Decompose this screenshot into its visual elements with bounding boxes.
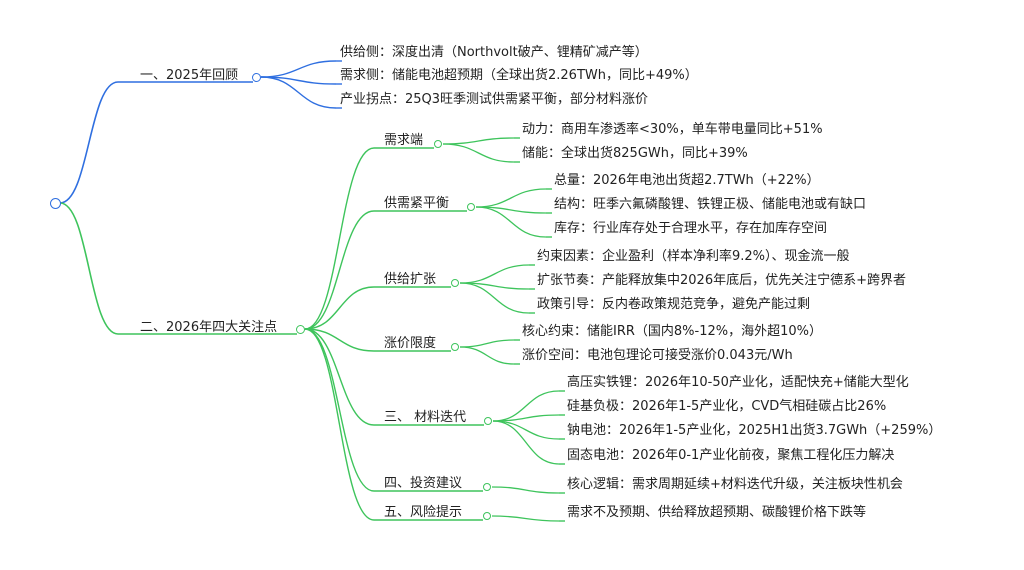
node-item: 储能：全球出货825GWh，同比+39% xyxy=(522,146,748,161)
edge-group-to-item xyxy=(459,264,530,284)
node-review-child: 供给侧：深度出清（Northvolt破产、锂精矿减产等） xyxy=(340,45,648,60)
group-collapse-toggle[interactable] xyxy=(483,483,491,491)
group-collapse-toggle[interactable] xyxy=(483,512,491,520)
node-item: 钠电池：2026年1-5产业化，2025H1出货3.7GWh（+259%） xyxy=(567,423,942,438)
node-item: 库存：行业库存处于合理水平，存在加库存空间 xyxy=(554,221,828,236)
node-item: 硅基负极：2026年1-5产业化，CVD气相硅碳占比26% xyxy=(567,399,887,414)
edge-focus-to-group xyxy=(304,328,375,492)
node-item: 核心逻辑：需求周期延续+材料迭代升级，关注板块性机会 xyxy=(567,477,903,492)
edge-group-to-item xyxy=(442,143,515,163)
edge-group-to-item xyxy=(459,282,530,314)
group-collapse-toggle[interactable] xyxy=(484,417,492,425)
edge-focus-to-group xyxy=(304,147,375,330)
edge-group-to-item xyxy=(442,137,515,145)
node-item: 政策引导：反内卷政策规范竞争，避免产能过剩 xyxy=(537,297,811,312)
node-review-child: 产业拐点：25Q3旺季测试供需紧平衡，部分材料涨价 xyxy=(340,92,649,107)
node-item: 约束因素：企业盈利（样本净利率9.2%）、现金流一般 xyxy=(537,249,850,264)
node-group: 需求端 xyxy=(384,133,424,148)
edge-group-to-item xyxy=(459,339,515,348)
edge-group-to-item xyxy=(492,420,560,440)
group-collapse-toggle[interactable] xyxy=(451,279,459,287)
node-group: 四、投资建议 xyxy=(384,476,463,491)
group-collapse-toggle[interactable] xyxy=(467,203,475,211)
node-item: 结构：旺季六氟磷酸锂、铁锂正极、储能电池或有缺口 xyxy=(554,197,867,212)
edge-group-to-item xyxy=(475,188,547,208)
node-review-child: 需求侧：储能电池超预期（全球出货2.26TWh，同比+49%） xyxy=(340,68,698,83)
edge-focus-to-group xyxy=(304,328,375,426)
node-item: 动力：商用车渗透率<30%，单车带电量同比+51% xyxy=(522,122,823,137)
node-group: 三、 材料迭代 xyxy=(384,410,467,425)
edge-group-to-item xyxy=(475,206,547,238)
group-collapse-toggle[interactable] xyxy=(434,140,442,148)
node-group: 供给扩张 xyxy=(384,272,437,287)
edge-focus-to-group xyxy=(304,286,375,330)
node-2025-review: 一、2025年回顾 xyxy=(140,68,239,83)
edge-group-to-item xyxy=(491,515,560,522)
edge-focus-to-group xyxy=(304,210,375,330)
node-group: 供需紧平衡 xyxy=(384,196,450,211)
node-item: 扩张节奏：产能释放集中2026年底后，优先关注宁德系+跨界者 xyxy=(537,273,906,288)
group-collapse-toggle[interactable] xyxy=(451,343,459,351)
edge-root-to-focus xyxy=(59,202,119,335)
edge-group-to-item xyxy=(492,414,560,422)
edge-group-to-item xyxy=(459,346,515,365)
node-group: 涨价限度 xyxy=(384,336,437,351)
node-item: 核心约束：储能IRR（国内8%-12%，海外超10%） xyxy=(522,324,823,339)
edge-group-to-item xyxy=(492,420,560,465)
node-item: 高压实铁锂：2026年10-50产业化，适配快充+储能大型化 xyxy=(567,375,909,390)
edge-root-to-review xyxy=(59,81,119,204)
node-2026-focus: 二、2026年四大关注点 xyxy=(140,320,278,335)
edge-focus-to-group xyxy=(304,328,375,521)
mindmap-edges xyxy=(59,60,565,522)
edge-review-child xyxy=(260,60,337,78)
edge-focus-to-group xyxy=(304,328,375,352)
edge-group-to-item xyxy=(492,390,560,422)
node-item: 固态电池：2026年0-1产业化前夜，聚焦工程化压力解决 xyxy=(567,448,895,463)
edge-group-to-item xyxy=(491,486,560,494)
node-item: 涨价空间：电池包理论可接受涨价0.043元/Wh xyxy=(522,348,793,363)
review-collapse-toggle[interactable] xyxy=(251,72,261,82)
edge-review-child xyxy=(260,76,337,109)
node-group: 五、风险提示 xyxy=(384,505,463,520)
focus-collapse-toggle[interactable] xyxy=(295,324,305,334)
node-item: 总量：2026年电池出货超2.7TWh（+22%） xyxy=(554,173,820,188)
root-node-toggle[interactable] xyxy=(49,197,61,209)
node-item: 需求不及预期、供给释放超预期、碳酸锂价格下跌等 xyxy=(567,505,867,520)
